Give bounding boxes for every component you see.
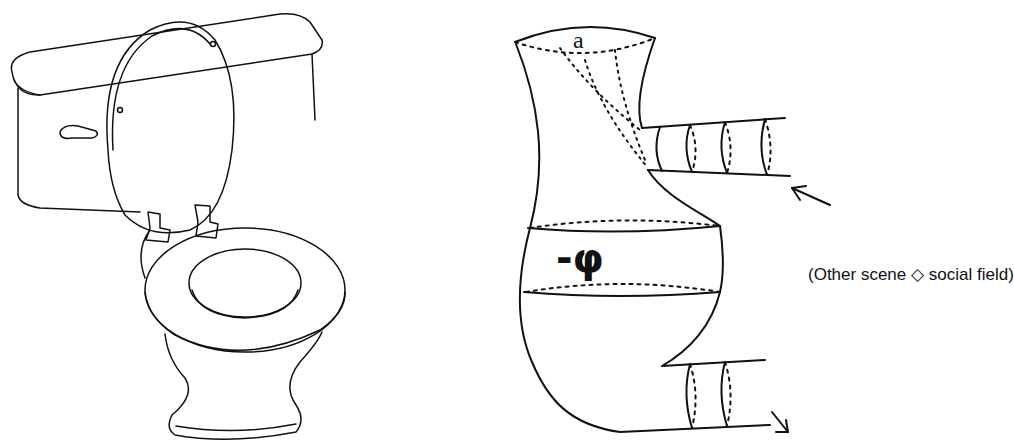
symbol-label: a bbox=[573, 28, 584, 52]
vessel-drawing bbox=[515, 27, 830, 432]
symbol-label: -φ bbox=[556, 238, 604, 278]
toilet-drawing bbox=[11, 14, 345, 440]
annotation-text: (Other scene ◇ social field) bbox=[808, 266, 1014, 283]
